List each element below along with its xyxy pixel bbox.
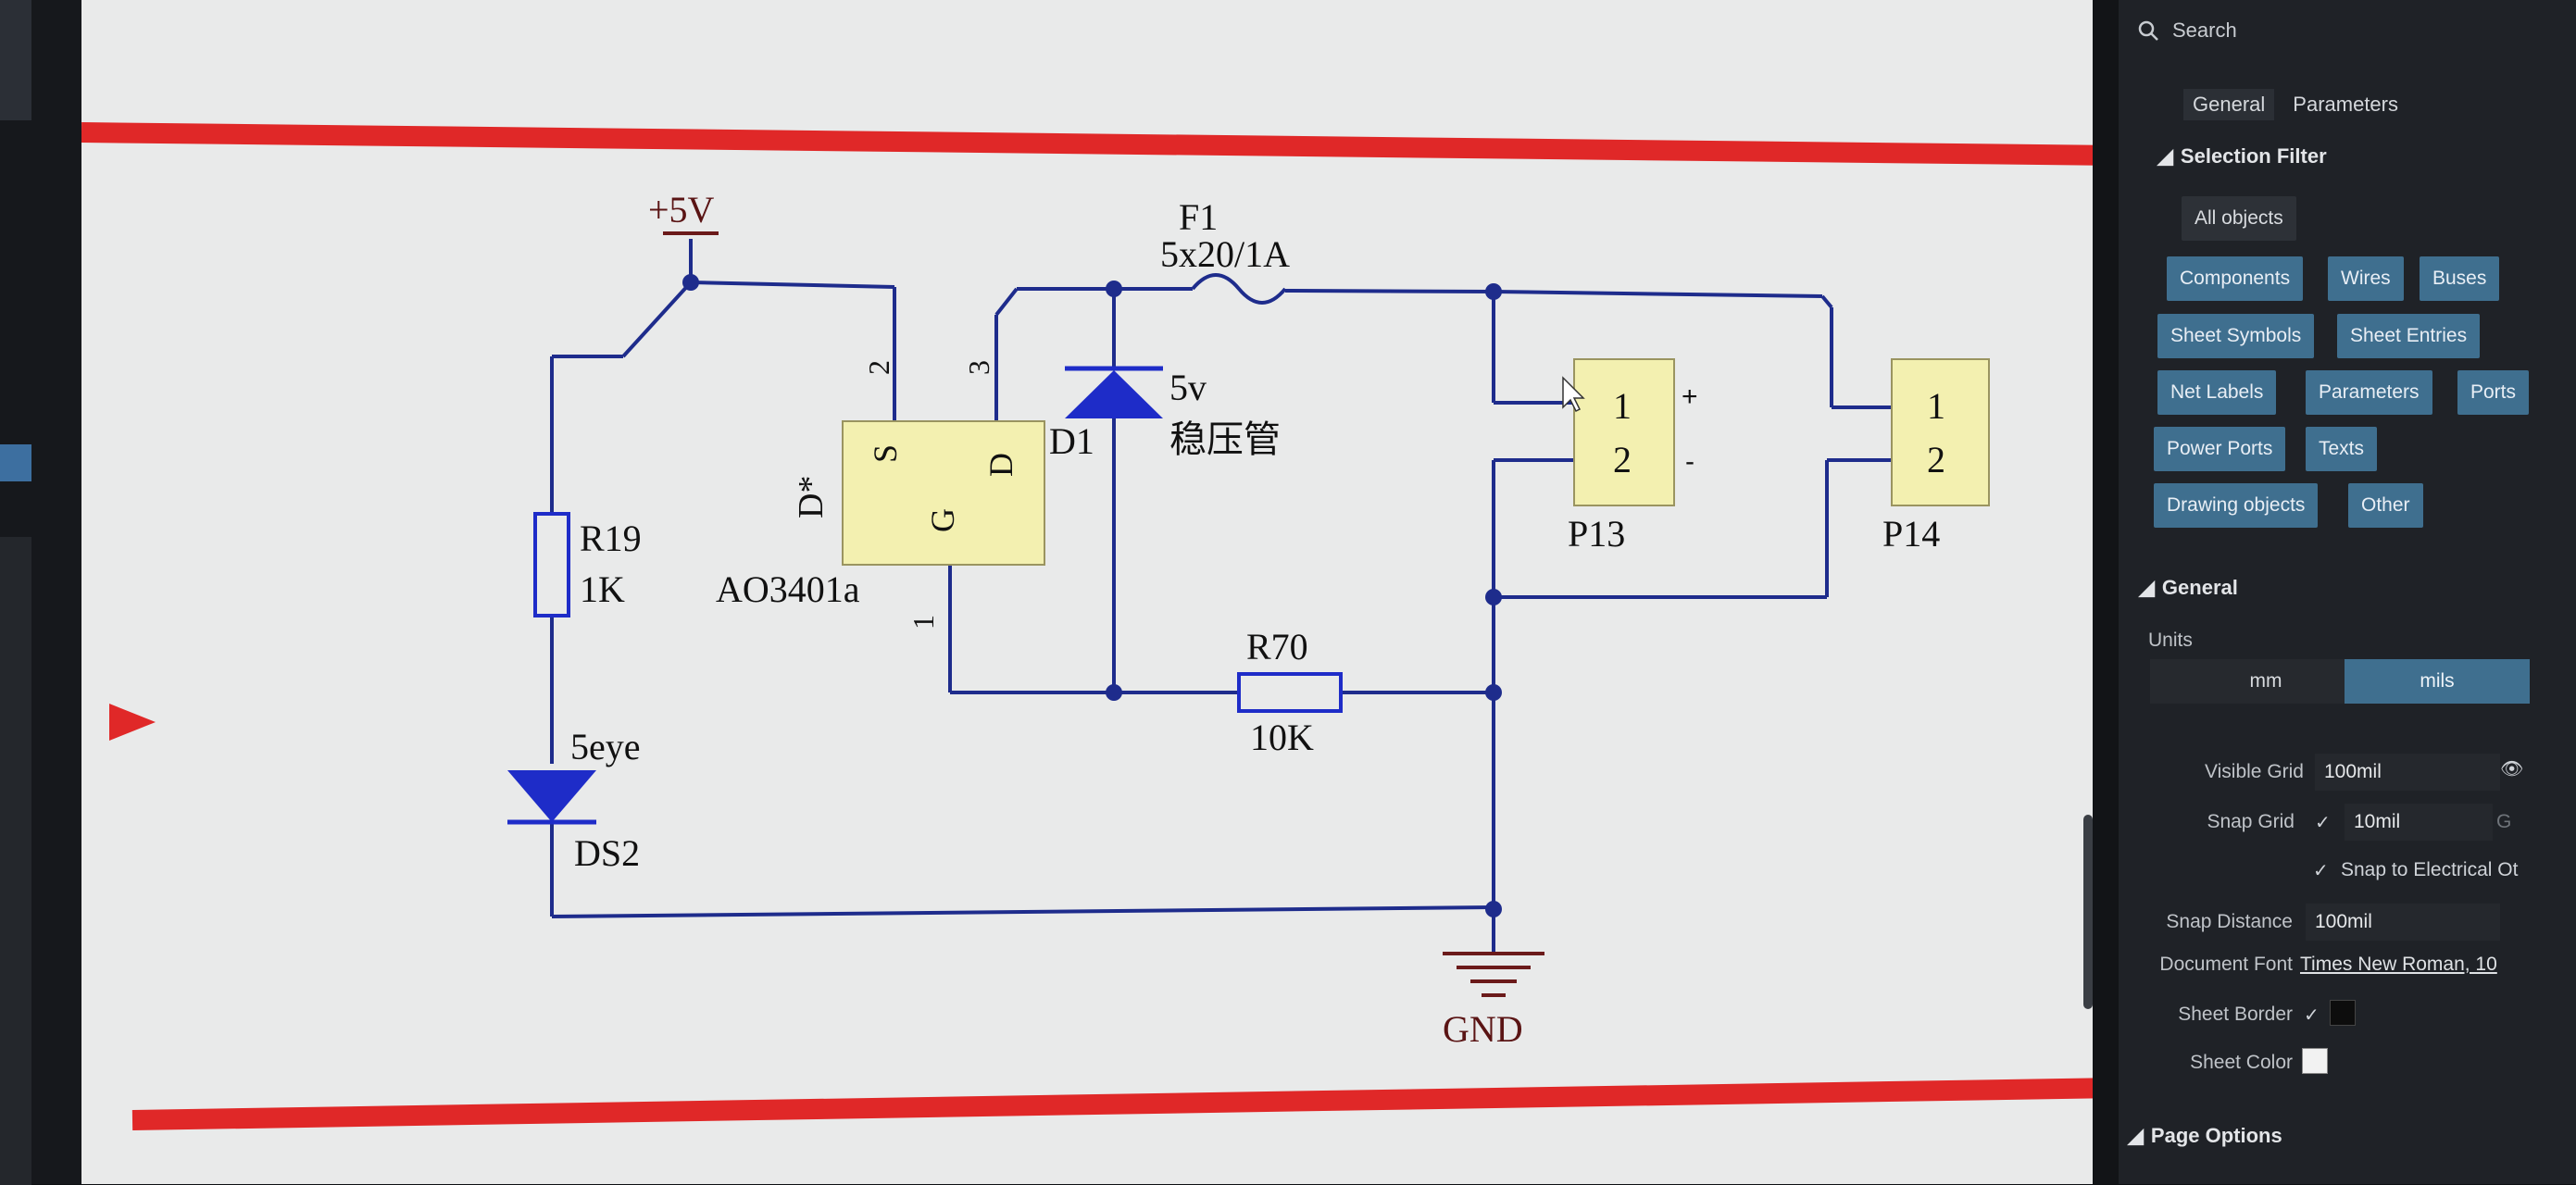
r19-value: 1K — [580, 568, 625, 610]
r70-symbol — [1237, 672, 1343, 713]
filter-parameters[interactable]: Parameters — [2306, 370, 2432, 415]
selection-filter-header[interactable]: ◢ Selection Filter — [2157, 144, 2327, 168]
schematic-drawing: +5V F1 5x20/1A 5v D1 稳压管 S G D 2 3 1 D* … — [81, 122, 2119, 1130]
document-font-value[interactable]: Times New Roman, 10 — [2300, 954, 2497, 975]
zener-diode-symbol — [1065, 370, 1163, 418]
gnd-label: GND — [1443, 1008, 1523, 1050]
mosfet-pin-2: 2 — [862, 360, 895, 375]
filter-sheet-entries[interactable]: Sheet Entries — [2337, 314, 2481, 358]
snap-distance-field[interactable]: 100mil — [2306, 904, 2500, 941]
sheet-border-marker — [109, 704, 156, 741]
filter-net-labels[interactable]: Net Labels — [2157, 370, 2277, 415]
gnd-symbol — [1443, 952, 1544, 997]
led-ref: DS2 — [574, 832, 640, 874]
p13-plus: + — [1682, 381, 1698, 412]
sheet-border-color-swatch[interactable] — [2330, 1000, 2356, 1026]
general-title: General — [2161, 576, 2238, 599]
zener-desc: 稳压管 — [1169, 418, 1281, 461]
properties-panel: Search General Parameters ◢ Selection Fi… — [2119, 0, 2576, 1184]
mosfet-pin-g: G — [924, 508, 961, 532]
filter-wires[interactable]: Wires — [2328, 256, 2404, 301]
snap-grid-field[interactable]: 10mil — [2345, 804, 2493, 841]
filter-power-ports[interactable]: Power Ports — [2154, 427, 2286, 471]
tab-parameters[interactable]: Parameters — [2293, 93, 2398, 116]
fuse-value: 5x20/1A — [1160, 233, 1290, 275]
panel-divider — [2093, 0, 2119, 1184]
zener-ref: D1 — [1049, 420, 1094, 462]
p13-body — [1573, 358, 1675, 506]
p14-pin-2: 2 — [1927, 439, 1945, 480]
mosfet-pin-d: D — [982, 453, 1019, 477]
mosfet-ref: D* — [792, 476, 831, 518]
collapse-triangle-icon: ◢ — [2157, 144, 2173, 168]
fuse-symbol — [1191, 273, 1287, 305]
collapse-triangle-icon: ◢ — [2128, 1124, 2144, 1147]
power-label: +5V — [648, 189, 715, 231]
visible-grid-field[interactable]: 100mil — [2315, 754, 2500, 791]
mosfet-pin-s: S — [867, 444, 904, 463]
sheet-border-label: Sheet Border — [2178, 1004, 2293, 1025]
filter-buses[interactable]: Buses — [2420, 256, 2500, 301]
mosfet-pin-1: 1 — [907, 615, 940, 630]
fuse-ref: F1 — [1179, 196, 1218, 238]
mouse-cursor-icon — [1562, 376, 1585, 413]
mosfet-part: AO3401a — [716, 568, 860, 610]
mosfet-body — [842, 420, 1045, 566]
search-box[interactable]: Search — [2137, 7, 2545, 54]
p13-minus: - — [1685, 446, 1694, 477]
junctions — [682, 274, 1502, 917]
filter-components[interactable]: Components — [2167, 256, 2304, 301]
p13-pin-2: 2 — [1613, 439, 1632, 480]
sheet-border-top — [81, 122, 2119, 166]
zener-value: 5v — [1169, 367, 1207, 408]
snap-grid-shortcut: G — [2496, 811, 2512, 832]
general-header[interactable]: ◢ General — [2139, 576, 2238, 600]
filter-drawing-objects[interactable]: Drawing objects — [2154, 483, 2319, 528]
p13-pin-1: 1 — [1613, 385, 1632, 427]
p14-pin-1: 1 — [1927, 385, 1945, 427]
r19-symbol — [533, 512, 570, 617]
led-symbol — [507, 770, 596, 822]
filter-sheet-symbols[interactable]: Sheet Symbols — [2157, 314, 2315, 358]
sheet-border-checkbox[interactable]: ✓ — [2304, 1005, 2320, 1026]
snap-electrical-label: Snap to Electrical Ot — [2341, 859, 2519, 880]
page-options-title: Page Options — [2150, 1124, 2282, 1147]
units-label: Units — [2148, 630, 2193, 651]
sheet-color-label: Sheet Color — [2190, 1052, 2293, 1073]
snap-grid-label: Snap Grid — [2207, 811, 2295, 832]
visible-grid-label: Visible Grid — [2205, 761, 2304, 782]
panel-tabs: General Parameters — [2183, 89, 2407, 120]
led-value: 5eye — [570, 726, 641, 767]
p14-ref: P14 — [1882, 513, 1940, 555]
sheet-color-swatch[interactable] — [2302, 1048, 2328, 1074]
mosfet-pin-3: 3 — [962, 360, 995, 375]
r19-ref: R19 — [580, 518, 642, 559]
filter-other[interactable]: Other — [2348, 483, 2423, 528]
tab-general[interactable]: General — [2183, 89, 2275, 120]
p13-ref: P13 — [1568, 513, 1625, 555]
sheet-border-bottom — [131, 1078, 2119, 1130]
collapse-triangle-icon: ◢ — [2139, 576, 2155, 599]
snap-electrical-checkbox[interactable]: ✓ — [2313, 861, 2329, 881]
snap-grid-checkbox[interactable]: ✓ — [2315, 813, 2331, 833]
r70-ref: R70 — [1246, 626, 1308, 667]
unit-mils-button[interactable]: mils — [2345, 659, 2530, 704]
eye-icon[interactable]: 👁 — [2500, 759, 2524, 780]
wires — [550, 239, 1892, 954]
selection-filter-title: Selection Filter — [2180, 144, 2327, 168]
panel-scrollbar[interactable] — [2083, 815, 2093, 1009]
monitor-bezel-left — [0, 0, 81, 1185]
unit-mm-button[interactable]: mm — [2150, 659, 2382, 704]
search-placeholder: Search — [2172, 19, 2237, 42]
search-icon — [2138, 20, 2158, 41]
filter-all-objects[interactable]: All objects — [2182, 196, 2296, 241]
p14-body — [1891, 358, 1990, 506]
schematic-canvas[interactable]: +5V F1 5x20/1A 5v D1 稳压管 S G D 2 3 1 D* … — [81, 0, 2119, 1184]
page-options-header[interactable]: ◢ Page Options — [2128, 1124, 2282, 1148]
r70-value: 10K — [1250, 717, 1314, 758]
document-font-label: Document Font — [2159, 954, 2293, 975]
filter-texts[interactable]: Texts — [2306, 427, 2378, 471]
snap-distance-label: Snap Distance — [2166, 911, 2293, 932]
filter-ports[interactable]: Ports — [2457, 370, 2530, 415]
